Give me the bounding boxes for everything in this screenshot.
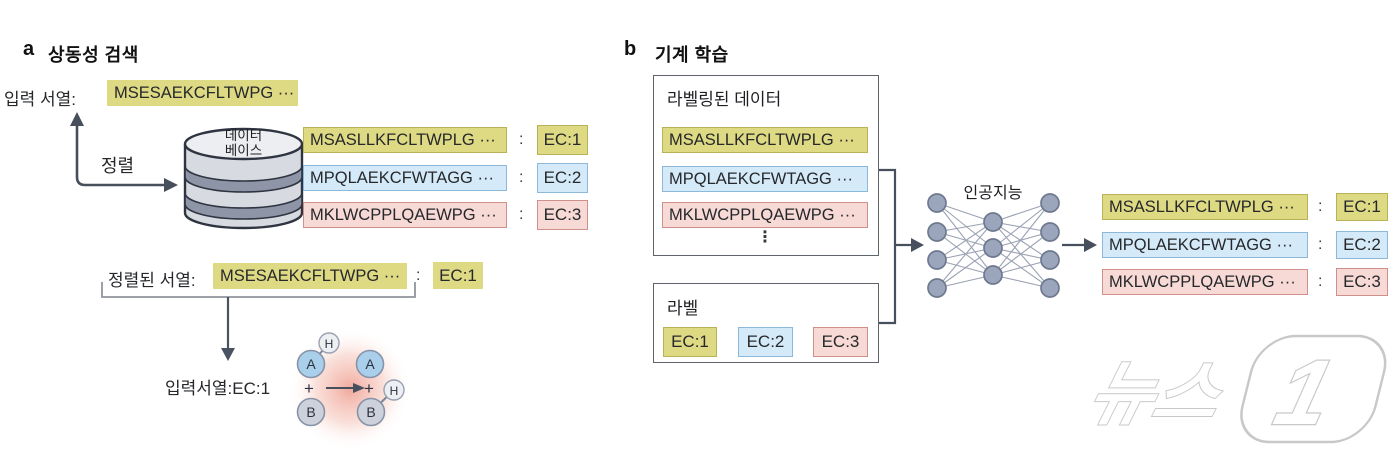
input-sequence-chip: MSESAEKCFLTWPG ··· bbox=[107, 80, 298, 106]
training-data-connector bbox=[879, 168, 924, 325]
ai-label: 인공지능 bbox=[963, 185, 1023, 202]
molecule-h-right-label: H bbox=[390, 384, 399, 398]
aligned-sequence-chip: MSESAEKCFLTWPG ··· bbox=[213, 263, 407, 289]
input-sequence-label: 입력 서열: bbox=[4, 90, 77, 109]
database-icon bbox=[183, 127, 304, 230]
nn-node bbox=[983, 238, 1003, 258]
alignment-arrow bbox=[70, 112, 178, 192]
db-row-colon: : bbox=[519, 131, 524, 148]
watermark-text: 뉴스 bbox=[1081, 356, 1232, 434]
database-label: 데이터 베이스 bbox=[196, 128, 291, 158]
output-row-ec-badge: EC:3 bbox=[1336, 268, 1388, 296]
plus-right: + bbox=[364, 379, 374, 398]
aligned-colon: : bbox=[416, 267, 421, 284]
nn-node bbox=[1040, 222, 1060, 242]
output-row-seq: MKLWCPPLQAEWPG ··· bbox=[1102, 269, 1308, 295]
molecule-b-left bbox=[296, 397, 326, 427]
nn-node bbox=[1040, 250, 1060, 270]
aligned-sequence-label: 정렬된 서열: bbox=[108, 271, 196, 290]
molecule-h-right bbox=[383, 379, 405, 401]
nn-node bbox=[1040, 278, 1060, 298]
output-row-colon: : bbox=[1318, 198, 1323, 215]
output-row-seq: MPQLAEKCFWTAGG ··· bbox=[1102, 232, 1308, 258]
watermark-logo-box bbox=[1240, 334, 1387, 444]
nn-node bbox=[927, 250, 947, 270]
panel-b-title: 기계 학습 bbox=[655, 45, 729, 65]
labeled-seq-chip: MKLWCPPLQAEWPG ··· bbox=[662, 202, 868, 228]
output-row-ec-badge: EC:2 bbox=[1336, 231, 1388, 259]
molecule-h-left-label: H bbox=[325, 337, 334, 351]
db-row-ec-badge: EC:2 bbox=[537, 163, 588, 193]
news1-watermark: 뉴스 1 bbox=[1080, 334, 1387, 445]
reaction-diagram: A H B + A + H B bbox=[288, 327, 412, 451]
nn-node bbox=[927, 278, 947, 298]
alignment-label: 정렬 bbox=[101, 156, 135, 176]
db-row-seq: MKLWCPPLQAEWPG ··· bbox=[303, 202, 507, 228]
molecule-b-left-label: B bbox=[306, 404, 315, 420]
db-row-ec-badge: EC:1 bbox=[537, 125, 588, 155]
db-row-colon: : bbox=[519, 169, 524, 186]
nn-node bbox=[1040, 193, 1060, 213]
labeled-data-box-title: 라벨링된 데이터 bbox=[667, 90, 782, 109]
molecule-a-left-label: A bbox=[306, 356, 316, 372]
molecule-a-right bbox=[355, 349, 385, 379]
nn-node bbox=[983, 265, 1003, 285]
output-row-ec-badge: EC:1 bbox=[1336, 193, 1388, 221]
db-row-ec-badge: EC:3 bbox=[537, 200, 588, 230]
db-row-seq: MPQLAEKCFWTAGG ··· bbox=[303, 165, 507, 191]
panel-b-tag: b bbox=[624, 38, 637, 60]
output-row-colon: : bbox=[1318, 236, 1323, 253]
nn-node bbox=[927, 222, 947, 242]
predicted-function-label: 입력서열:EC:1 bbox=[165, 379, 271, 398]
labeled-seq-chip: MPQLAEKCFWTAGG ··· bbox=[662, 166, 868, 192]
db-row-seq: MSASLLKFCLTWPLG ··· bbox=[303, 127, 507, 153]
molecule-a-left bbox=[296, 349, 326, 379]
output-row-colon: : bbox=[1318, 273, 1323, 290]
neural-network-icon bbox=[927, 193, 1060, 298]
grouping-bracket bbox=[101, 282, 416, 361]
aligned-ec-badge: EC:1 bbox=[433, 262, 483, 289]
molecule-b-right bbox=[356, 397, 386, 427]
db-row-colon: : bbox=[519, 206, 524, 223]
label-box-title: 라벨 bbox=[667, 299, 699, 318]
molecule-a-right-label: A bbox=[365, 356, 375, 372]
label-ec-badge: EC:2 bbox=[738, 327, 793, 357]
nn-node bbox=[983, 212, 1003, 232]
molecule-b-right-label: B bbox=[366, 404, 375, 420]
output-row-seq: MSASLLKFCLTWPLG ··· bbox=[1102, 194, 1308, 220]
network-output-arrow bbox=[1062, 238, 1097, 252]
plus-left: + bbox=[304, 379, 314, 398]
panel-a-title: 상동성 검색 bbox=[48, 45, 139, 65]
nn-node bbox=[927, 193, 947, 213]
label-ec-badge: EC:1 bbox=[663, 327, 717, 357]
molecule-h-left bbox=[318, 332, 340, 354]
label-ec-badge: EC:3 bbox=[813, 327, 868, 357]
database-label-line1: 데이터 bbox=[224, 128, 263, 143]
ellipsis-more-data: ⋮ bbox=[757, 229, 773, 246]
panel-a-tag: a bbox=[23, 38, 35, 60]
labeled-seq-chip: MSASLLKFCLTWPLG ··· bbox=[662, 127, 868, 153]
database-label-line2: 베이스 bbox=[224, 143, 263, 158]
